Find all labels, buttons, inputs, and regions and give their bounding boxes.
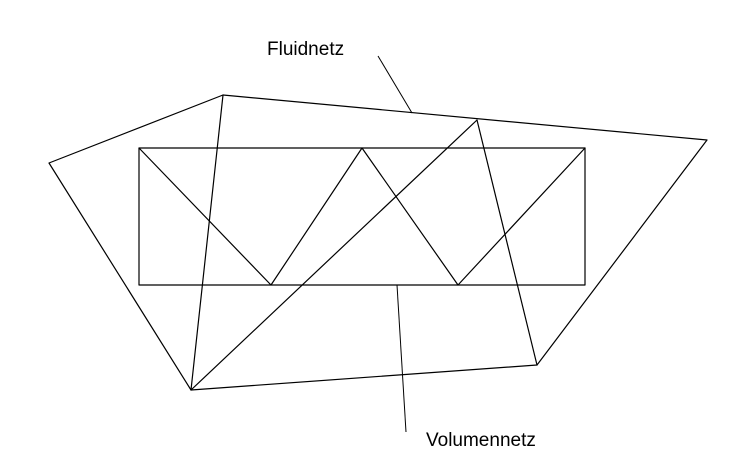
fluid-mesh-outline	[48, 94, 708, 391]
fluid-mesh	[48, 94, 708, 391]
volume-mesh	[138, 147, 586, 286]
fluid-mesh-edge	[190, 94, 224, 391]
volume-mesh-zigzag	[138, 147, 586, 286]
volume-mesh-label: Volumennetz	[426, 430, 536, 451]
fluid-mesh-edge	[476, 119, 538, 366]
fluid-mesh-edge	[190, 119, 478, 391]
volume-mesh-outline	[138, 147, 586, 286]
volume-mesh-leader	[396, 284, 407, 433]
fluid-mesh-label: Fluidnetz	[267, 39, 344, 60]
fluid-mesh-leader	[377, 55, 413, 114]
